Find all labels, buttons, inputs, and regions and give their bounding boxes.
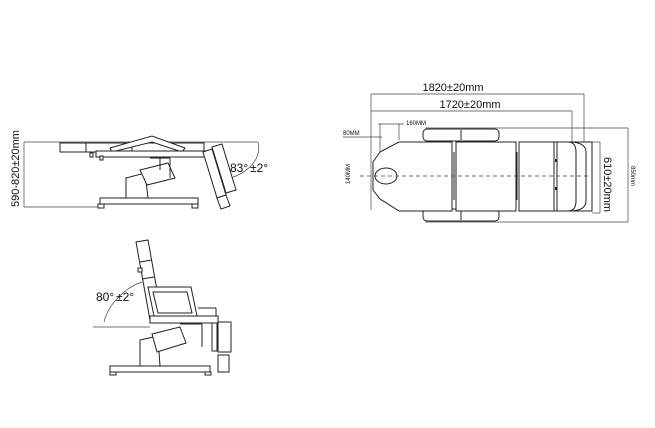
- side-view-flat: 590-820±20mm 83° ±2°: [10, 130, 268, 210]
- overall-length-label: 1820±20mm: [422, 82, 483, 94]
- side-view-seated: 80° ±2°: [93, 239, 232, 376]
- angle-83-label: 83°: [230, 161, 248, 175]
- width-label: 610±20mm: [601, 157, 613, 212]
- angle-80-label: 80°: [96, 290, 114, 304]
- top-view: 1820±20mm 1720±20mm 160MM 80MM 140MM 610…: [343, 82, 635, 223]
- body-length-label: 1720±20mm: [439, 99, 500, 111]
- head-cutout-offset-label: 160MM: [406, 121, 426, 127]
- angle-80-tolerance-label: ±2°: [116, 290, 134, 304]
- height-range-label: 590-820±20mm: [10, 130, 22, 207]
- angle-83-tolerance-label: ±2°: [250, 161, 268, 175]
- face-hole-label: 140MM: [346, 164, 352, 184]
- overall-width-label: 850mm: [629, 166, 635, 186]
- head-offset-label: 80MM: [343, 131, 360, 137]
